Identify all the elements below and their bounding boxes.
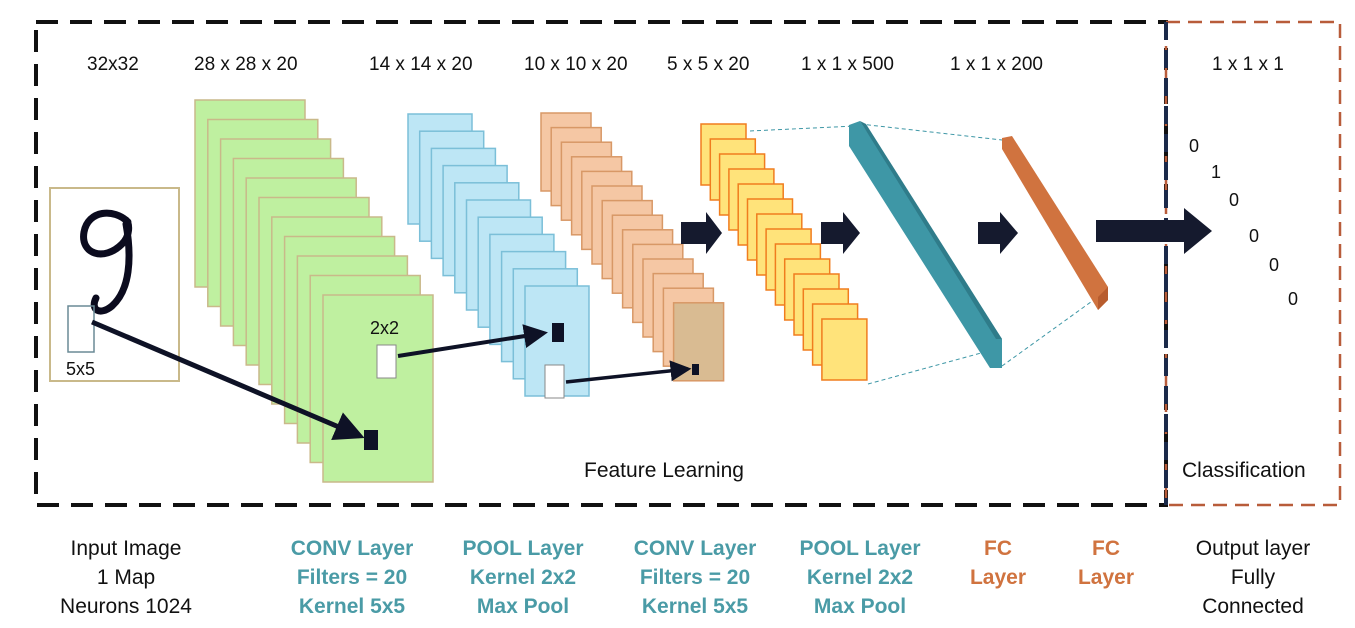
- fc2-bar: [1002, 136, 1108, 310]
- dim-label-input: 32x32: [87, 54, 139, 75]
- caption-fc1: FC Layer: [969, 537, 1027, 589]
- caption-pool2: POOL Layer Kernel 2x2 Max Pool: [799, 537, 921, 618]
- fc-connector-line: [749, 125, 856, 132]
- conv-window-pool1: [544, 364, 565, 399]
- caption-fc2: FC Layer: [1077, 537, 1135, 589]
- dim-label-pool1: 14 x 14 x 20: [369, 54, 473, 75]
- classification-frame: [1164, 20, 1342, 507]
- dim-label-fc2: 1 x 1 x 200: [950, 54, 1043, 75]
- dim-label-output: 1 x 1 x 1: [1212, 54, 1284, 75]
- fc-connector-line: [859, 123, 1003, 141]
- caption-conv1: CONV Layer Filters = 20 Kernel 5x5: [290, 537, 414, 618]
- target-pixel-pool1: [552, 323, 564, 342]
- flow-arrow: [821, 212, 860, 254]
- receptive-field-box: [67, 305, 95, 353]
- target-pixel-conv1: [364, 430, 378, 450]
- flow-arrow: [978, 212, 1018, 254]
- caption-input: Input Image 1 Map Neurons 1024: [60, 537, 192, 618]
- fc1-bar-edge: [860, 121, 1002, 339]
- pool2-feature-maps: [700, 123, 868, 381]
- conv1-feature-maps: [194, 99, 434, 483]
- flow-arrow: [681, 212, 722, 254]
- output-value: 0: [1269, 255, 1280, 275]
- fc-connector-line: [1001, 293, 1103, 367]
- dim-label-fc1: 1 x 1 x 500: [801, 54, 894, 75]
- caption-output: Output layer Fully Connected: [1195, 537, 1311, 618]
- pool-window-conv1: [376, 344, 397, 379]
- pool2-feature-map: [821, 318, 868, 381]
- dim-label-conv2: 10 x 10 x 20: [524, 54, 628, 75]
- pool-window-label: 2x2: [370, 318, 400, 338]
- output-value: 1: [1211, 162, 1222, 182]
- receptive-field-label: 5x5: [66, 359, 96, 379]
- dim-label-conv1: 28 x 28 x 20: [194, 54, 298, 75]
- caption-pool1: POOL Layer Kernel 2x2 Max Pool: [462, 537, 584, 618]
- conv2-feature-maps: [540, 112, 725, 382]
- connection-arrow-pool1-conv2: [565, 360, 692, 384]
- fc-connector-line: [867, 349, 993, 385]
- output-value: 0: [1189, 136, 1200, 156]
- fc2-bar-edge: [1098, 287, 1108, 310]
- connection-arrow-conv1-pool1: [397, 324, 548, 358]
- output-value: 0: [1288, 289, 1299, 309]
- flow-arrow-output: [1096, 208, 1212, 254]
- pool1-feature-maps: [407, 113, 590, 397]
- feature-learning-label: Feature Learning: [584, 459, 744, 482]
- fc1-bar: [849, 121, 1002, 368]
- classification-label: Classification: [1182, 459, 1306, 482]
- output-value: 0: [1249, 226, 1260, 246]
- dim-label-pool2: 5 x 5 x 20: [667, 54, 750, 75]
- output-value: 0: [1229, 190, 1240, 210]
- caption-conv2: CONV Layer Filters = 20 Kernel 5x5: [633, 537, 757, 618]
- connection-arrow-input-conv1: [91, 319, 365, 441]
- conv1-feature-map: [322, 294, 434, 483]
- target-pixel-conv2: [692, 364, 699, 375]
- handwritten-digit-nine: [80, 209, 133, 315]
